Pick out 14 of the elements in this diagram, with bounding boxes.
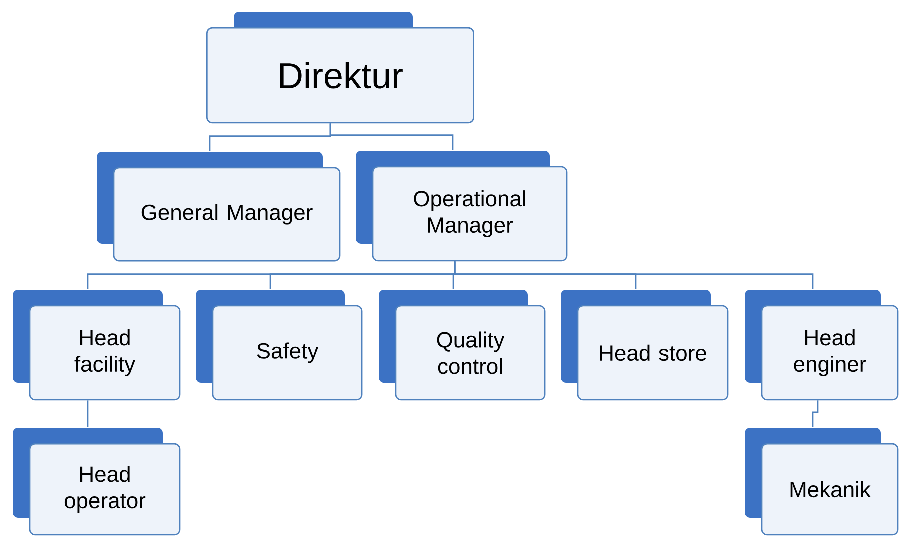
org-box: Safety [196,290,363,401]
org-box: Head operator [13,428,181,536]
connector-line [87,400,89,428]
org-box: Operational Manager [356,151,568,262]
connector-line [454,262,814,290]
org-box: Head facility [13,290,181,401]
org-box: Direktur [206,12,474,124]
connector-line [330,124,454,150]
org-box: Head enginer [745,290,899,401]
org-box: General Manager [97,152,341,262]
org-box: Mekanik [745,428,899,536]
org-box: Head store [561,290,729,401]
org-box: Quality control [379,290,546,401]
connector-line [812,400,819,428]
